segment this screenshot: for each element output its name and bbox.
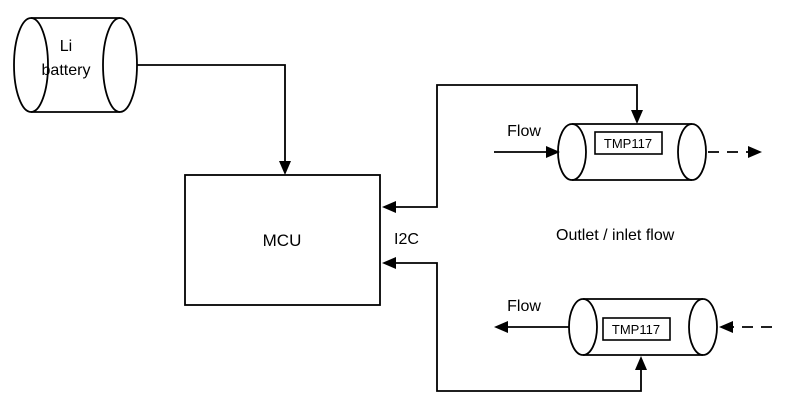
pipe-left-cap: [568, 298, 598, 356]
flow-top-label: Flow: [507, 123, 541, 140]
i2c-wire-top-line: [395, 84, 638, 208]
battery-label-line1: Li: [60, 38, 72, 55]
arrow-right-icon: [546, 146, 560, 158]
tmp117-sensor-box: [594, 131, 663, 155]
pipe-right-cap: [688, 298, 718, 356]
flow-in-arrow: Flow: [494, 123, 560, 158]
tmp117-bottom-label: TMP117: [612, 322, 660, 337]
battery-wire-line: [137, 64, 286, 162]
battery-to-mcu-wire: [137, 64, 291, 175]
mcu-label: MCU: [263, 231, 302, 250]
i2c-wire-bottom-line: [395, 262, 642, 392]
arrow-up-icon: [635, 356, 647, 370]
battery-label-line2: battery: [42, 62, 91, 79]
flow-bottom-label: Flow: [507, 298, 541, 315]
flow-out-arrow: Flow: [494, 298, 569, 333]
dashed-inflow-bottom: [719, 321, 772, 333]
li-battery-cylinder: Li battery: [13, 17, 138, 113]
outlet-inlet-note: Outlet / inlet flow: [556, 227, 675, 244]
pipe-right-cap: [677, 123, 707, 181]
inlet-pipe: TMP117: [568, 298, 718, 356]
tmp117-sensor-box: [602, 317, 671, 341]
arrow-down-icon: [279, 161, 291, 175]
i2c-bus-label: I2C: [394, 231, 419, 248]
battery-right-cap: [102, 17, 138, 113]
pipe-left-cap: [557, 123, 587, 181]
dashed-outflow-top: [708, 146, 762, 158]
mcu-box: [184, 174, 381, 306]
mcu-block: MCU: [184, 174, 381, 306]
i2c-wire-bottom: [382, 257, 647, 392]
arrow-left-icon: [719, 321, 733, 333]
arrow-down-icon: [631, 110, 643, 124]
arrow-left-icon: [382, 201, 396, 213]
arrow-right-icon: [748, 146, 762, 158]
arrow-left-icon: [494, 321, 508, 333]
arrow-left-icon: [382, 257, 396, 269]
outlet-pipe: TMP117: [557, 123, 707, 181]
i2c-wire-top: [382, 84, 643, 213]
tmp117-top-label: TMP117: [604, 136, 652, 151]
battery-left-cap: [13, 17, 49, 113]
